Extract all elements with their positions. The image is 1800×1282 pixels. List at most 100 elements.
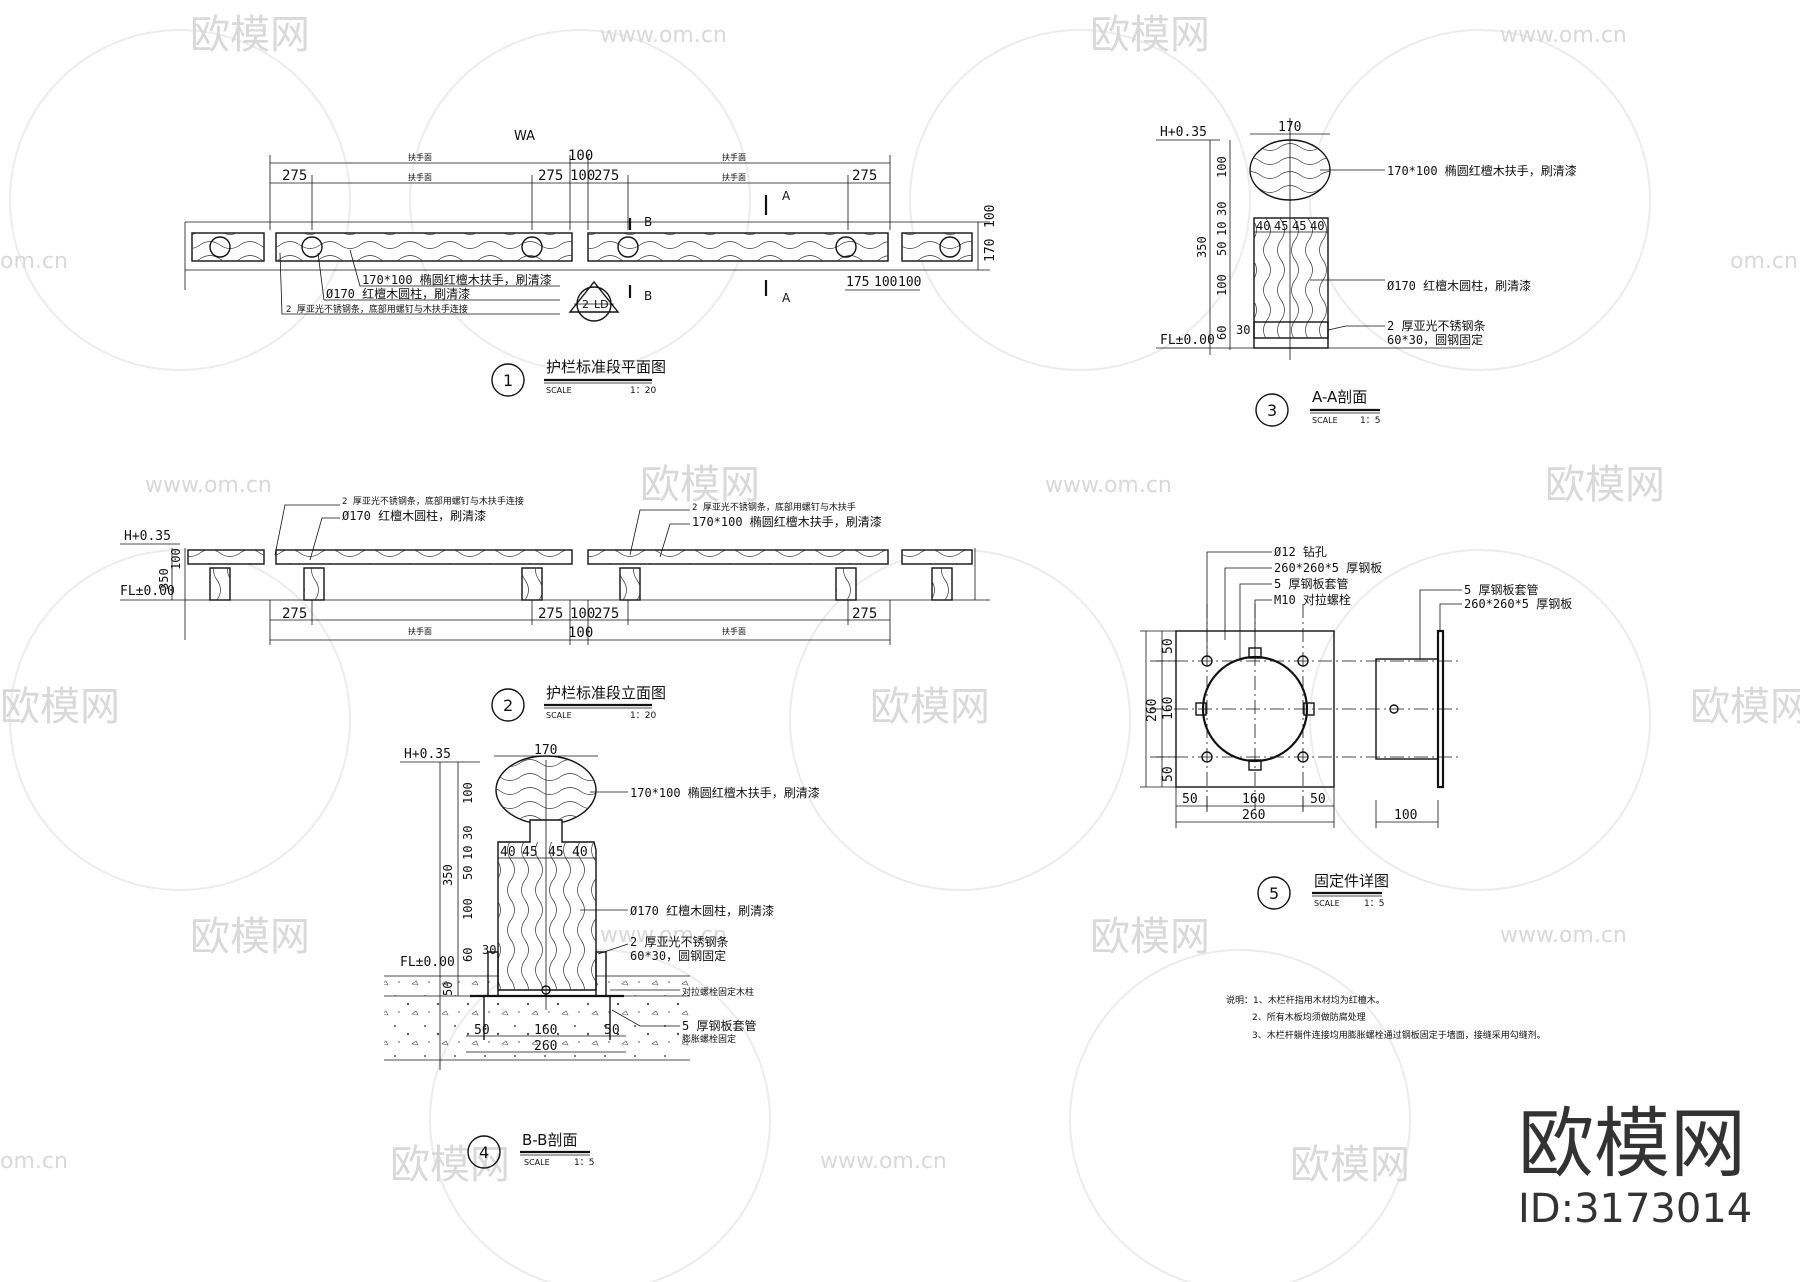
fd-callout-sleeve2: 5 厚钢板套管: [1464, 582, 1538, 597]
section-mark-b: B: [644, 289, 652, 303]
bb-callout-strip: 2 厚亚光不锈钢条: [630, 935, 728, 949]
brand-logo-text: 欧模网: [1518, 1099, 1746, 1188]
aa-seg-4: 40: [1310, 219, 1324, 233]
bb-bot-2: 160: [534, 1023, 557, 1038]
bb-v-1: 100: [461, 782, 475, 804]
bb-callout-fix: 60*30，圆钢固定: [630, 948, 726, 963]
fd-callout-sleeve: 5 厚钢板套管: [1274, 576, 1348, 591]
bb-seg-3: 45: [548, 845, 564, 860]
dim-plan-1: 275: [282, 168, 307, 184]
view2-scale-label: SCALE: [546, 711, 572, 720]
fd-bot-2: 160: [1242, 792, 1265, 807]
bb-callout-bolt: 对拉螺栓固定木柱: [682, 986, 754, 998]
dim-plan-small: 175: [846, 275, 869, 290]
watermark-url: www.om.cn: [600, 23, 727, 48]
aa-bot: 30: [1236, 323, 1250, 337]
aa-callout-fix: 60*30，圆钢固定: [1387, 332, 1483, 347]
bb-callout-handrail: 170*100 椭圆红檀木扶手，刷清漆: [630, 785, 820, 800]
fd-callout-hole: Ø12 钻孔: [1274, 544, 1327, 559]
elev-callout-strip2: 2 厚亚光不锈钢条，底部用螺钉与木扶手: [692, 501, 856, 513]
seg-label: 扶手面: [408, 152, 432, 162]
fd-bot-3: 50: [1310, 792, 1326, 807]
watermark-brand: 欧模网: [190, 12, 310, 58]
view1-title: 护栏标准段平面图: [546, 358, 666, 376]
elev-dim-4: 275: [594, 606, 619, 622]
watermark-url-short: om.cn: [0, 249, 68, 274]
bb-seg-4: 40: [572, 845, 588, 860]
bb-callout-anchor: 膨胀螺栓固定: [682, 1033, 736, 1045]
elevation-marker-ref: LD: [594, 298, 609, 311]
view2-title: 护栏标准段立面图: [546, 684, 666, 702]
seg-label: 扶手面: [408, 172, 432, 182]
note-3: 3、木栏杆躺件连接均用膨胀螺栓通过钢板固定于墙面，接缝采用勾缝剂。: [1252, 1029, 1546, 1041]
watermark-url: www.om.cn: [1500, 23, 1627, 48]
fd-left-1: 50: [1161, 638, 1176, 654]
plan-callout-post: Ø170 红檀木圆柱，刷清漆: [326, 286, 470, 301]
watermark-brand: 欧模网: [870, 684, 990, 730]
elev-dim-left1: 350: [157, 568, 171, 590]
view5-title: 固定件详图: [1314, 872, 1389, 890]
watermark-url-short: om.cn: [1730, 249, 1798, 274]
design-notes: 说明：1、木栏杆指用木材均为红檀木。 2、所有木板均须做防腐处理 3、木栏杆躺件…: [1226, 994, 1546, 1041]
watermark-url: www.om.cn: [600, 923, 727, 948]
seg-label: 扶手面: [722, 152, 746, 162]
bb-callout-post: Ø170 红檀木圆柱，刷清漆: [630, 903, 774, 918]
aa-v-4: 50: [1215, 242, 1229, 256]
dim-plan-2: 275: [538, 168, 563, 184]
elev-dim-middle: 100: [568, 625, 593, 641]
elev-fl-label: FL±0.00: [120, 584, 175, 599]
dim-plan-small2: 100: [874, 275, 897, 290]
aa-seg-2: 45: [1274, 219, 1288, 233]
watermark-brand: 欧模网: [1690, 684, 1800, 730]
elev-dim-1: 275: [282, 606, 307, 622]
elev-dim-2: 275: [538, 606, 563, 622]
fd-callout-bolt: M10 对拉螺栓: [1274, 592, 1351, 607]
view5-number: 5: [1269, 884, 1279, 903]
bb-v-4: 50: [461, 866, 475, 880]
plan-top-label: WA: [514, 129, 535, 144]
watermark-layer: 欧模网 www.om.cn 欧模网 www.om.cn om.cn om.cn …: [0, 12, 1800, 1282]
bb-v-total: 350: [441, 864, 455, 886]
bb-v-7: 50: [441, 982, 455, 996]
aa-v-3: 10: [1215, 222, 1229, 236]
aa-v-2: 30: [1215, 202, 1229, 216]
dim-plan-right2: 100: [983, 205, 998, 228]
note-2: 2、所有木板均须做防腐处理: [1252, 1011, 1366, 1023]
aa-v-6: 60: [1215, 326, 1229, 340]
view1-scale: 1：20: [630, 386, 656, 396]
view-elevation: H+0.35 FL±0.00 350 100: [120, 495, 990, 722]
watermark-url: www.om.cn: [145, 473, 272, 498]
plan-callout-strip: 2 厚亚光不锈钢条，底部用螺钉与木扶手连接: [286, 303, 468, 315]
view4-scale: 1：5: [574, 1158, 594, 1168]
view3-number: 3: [1267, 401, 1277, 420]
section-mark-a: A: [782, 291, 791, 305]
watermark-url: www.om.cn: [1500, 923, 1627, 948]
aa-callout-strip: 2 厚亚光不锈钢条: [1387, 319, 1485, 333]
elev-dim-3: 100: [570, 606, 595, 622]
view3-scale: 1：5: [1360, 416, 1380, 426]
bb-v-2: 30: [461, 826, 475, 840]
bb-seg-1: 40: [500, 845, 516, 860]
view1-number: 1: [503, 371, 513, 390]
aa-fl-label: FL±0.00: [1160, 333, 1215, 348]
view2-scale: 1：20: [630, 711, 656, 721]
watermark-brand: 欧模网: [1090, 12, 1210, 58]
aa-callout-handrail: 170*100 椭圆红檀木扶手，刷清漆: [1387, 163, 1577, 178]
aa-dim-top: 170: [1278, 120, 1301, 135]
dim-plan-5: 275: [852, 168, 877, 184]
view5-scale-label: SCALE: [1314, 899, 1340, 908]
elev-callout-strip: 2 厚亚光不锈钢条，底部用螺钉与木扶手连接: [342, 495, 524, 507]
aa-v-5: 100: [1215, 274, 1229, 296]
seg-label: 扶手面: [722, 172, 746, 182]
bb-fl-label: FL±0.00: [400, 955, 455, 970]
section-mark-a: A: [782, 189, 791, 203]
view4-number: 4: [479, 1143, 489, 1162]
view-section-aa: H+0.35 FL±0.00 170 40 45 45 40 100 30 10…: [1156, 118, 1577, 427]
view-fixing-detail: 50 160 50 260 50 160 50 260 100 Ø12 钻孔 2…: [1140, 544, 1572, 910]
aa-seg-3: 45: [1292, 219, 1306, 233]
bb-bot-total: 260: [534, 1039, 557, 1054]
view4-title: B-B剖面: [522, 1131, 577, 1149]
bb-v-5: 100: [461, 898, 475, 920]
fd-left-2: 160: [1161, 697, 1176, 720]
dim-plan-3: 100: [570, 168, 595, 184]
